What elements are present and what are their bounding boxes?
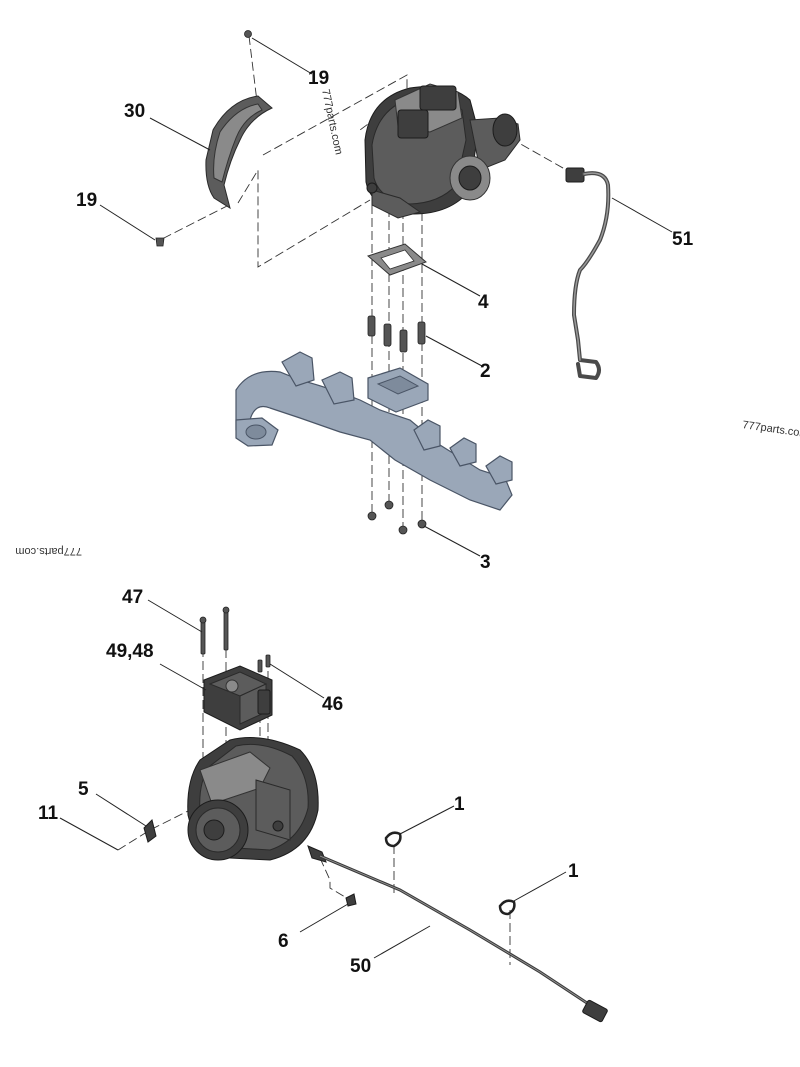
screws-46-icon bbox=[257, 654, 271, 673]
callout-3: 3 bbox=[480, 552, 491, 573]
bolt-19-top bbox=[244, 30, 252, 38]
callout-2: 2 bbox=[480, 361, 491, 382]
callout-4: 4 bbox=[478, 292, 489, 313]
oil-line-icon bbox=[565, 167, 611, 380]
exhaust-manifold-icon bbox=[235, 351, 513, 511]
leader-lines-lower bbox=[59, 599, 567, 959]
callout-11: 11 bbox=[38, 803, 59, 824]
actuator-icon bbox=[203, 665, 273, 731]
callout-6: 6 bbox=[278, 931, 289, 952]
callout-30: 30 bbox=[124, 101, 145, 122]
callout-46: 46 bbox=[322, 694, 343, 715]
watermark-right: 777parts.com bbox=[742, 419, 800, 440]
leader-lines-upper bbox=[99, 37, 673, 557]
bolt-19-left bbox=[155, 237, 165, 247]
bolts-47-icon bbox=[199, 606, 230, 655]
callout-50: 50 bbox=[350, 956, 371, 977]
clip-5-icon bbox=[143, 819, 157, 843]
nuts-3-icon bbox=[367, 500, 427, 535]
studs-2-icon bbox=[367, 315, 426, 353]
callout-19-top: 19 bbox=[308, 68, 329, 89]
callout-51: 51 bbox=[672, 229, 694, 250]
callout-1-lower: 1 bbox=[568, 861, 579, 882]
heat-shield-icon bbox=[205, 95, 273, 210]
clamp-1-upper-icon bbox=[384, 831, 402, 848]
turbocharger-lower-icon bbox=[187, 737, 319, 861]
assembly-lines-upper bbox=[159, 35, 571, 530]
clip-6-icon bbox=[345, 893, 357, 907]
callout-47: 47 bbox=[122, 587, 143, 608]
sensor-cable-icon bbox=[307, 845, 608, 1023]
gasket-4-icon bbox=[367, 243, 427, 276]
callout-49-48: 49,48 bbox=[106, 641, 154, 662]
callout-1-upper: 1 bbox=[454, 794, 465, 815]
callout-5: 5 bbox=[78, 779, 89, 800]
clamp-1-lower-icon bbox=[498, 899, 516, 916]
watermark-left: 777parts.com bbox=[15, 545, 82, 557]
turbocharger-upper-icon bbox=[364, 83, 521, 219]
callout-19-left: 19 bbox=[76, 190, 97, 211]
